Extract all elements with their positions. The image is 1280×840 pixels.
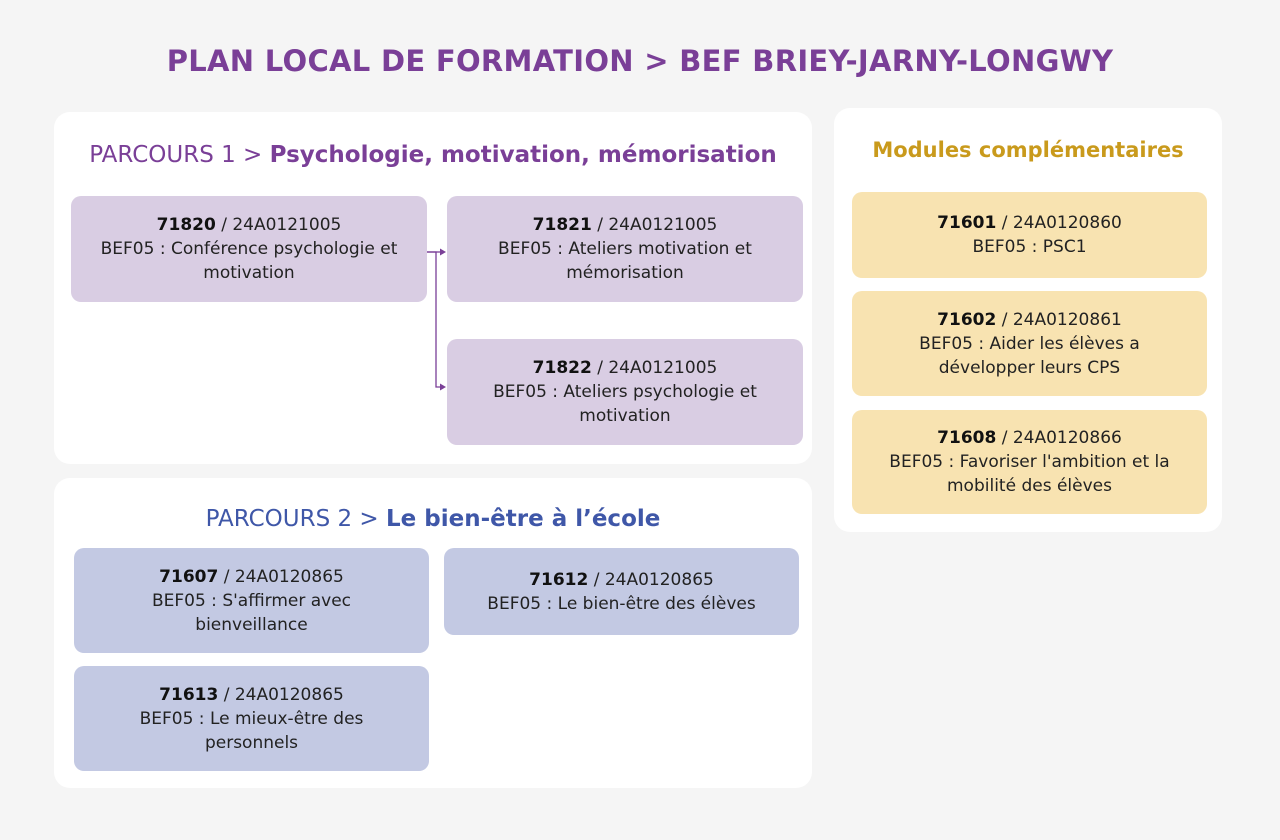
module-ref: / 24A0121005 [215,215,342,235]
parcours-1-name: Psychologie, motivation, mémorisation [269,142,777,168]
module-title: BEF05 : Le mieux-être des personnels [139,708,364,753]
module-number: 71612 [529,569,589,590]
module-title: BEF05 : PSC1 [972,237,1087,257]
module-title: BEF05 : Ateliers psychologie et motivati… [493,382,757,426]
module-title: BEF05 : Conférence psychologie et motiva… [100,239,398,283]
parcours-2-name: Le bien-être à l’école [386,506,661,532]
module-card-71820[interactable]: 71820 / 24A0121005 BEF05 : Conférence ps… [71,196,427,302]
module-number: 71608 [937,428,997,448]
module-card-71613[interactable]: 71613 / 24A0120865 BEF05 : Le mieux-être… [74,666,429,771]
parcours-2-heading: PARCOURS 2 > Le bien-être à l’école [54,506,812,532]
module-ref: / 24A0121005 [591,358,718,378]
module-ref: / 24A0120865 [218,566,344,587]
parcours-1-prefix: PARCOURS 1 > [89,142,270,168]
module-ref: / 24A0120866 [996,428,1122,448]
module-ref: / 24A0121005 [591,215,718,235]
module-title: BEF05 : Ateliers motivation et mémorisat… [498,239,752,283]
parcours-2-prefix: PARCOURS 2 > [205,506,387,532]
module-card-71602[interactable]: 71602 / 24A0120861 BEF05 : Aider les élè… [852,291,1207,396]
module-card-71607[interactable]: 71607 / 24A0120865 BEF05 : S'affirmer av… [74,548,429,653]
modules-heading: Modules complémentaires [872,138,1184,162]
parcours-1-heading: PARCOURS 1 > Psychologie, motivation, mé… [54,142,812,168]
module-title: BEF05 : Favoriser l'ambition et la mobil… [889,452,1170,496]
module-number: 71821 [532,215,592,235]
page-title: PLAN LOCAL DE FORMATION > BEF BRIEY-JARN… [166,44,1114,78]
module-ref: / 24A0120861 [996,309,1122,330]
module-card-71608[interactable]: 71608 / 24A0120866 BEF05 : Favoriser l'a… [852,410,1207,514]
module-number: 71613 [159,684,219,705]
module-card-71821[interactable]: 71821 / 24A0121005 BEF05 : Ateliers moti… [447,196,803,302]
module-title: BEF05 : Le bien-être des élèves [487,593,756,614]
module-number: 71607 [159,566,219,587]
module-number: 71601 [937,213,997,233]
module-card-71612[interactable]: 71612 / 24A0120865 BEF05 : Le bien-être … [444,548,799,635]
module-card-71601[interactable]: 71601 / 24A0120860 BEF05 : PSC1 [852,192,1207,278]
module-ref: / 24A0120860 [996,213,1122,233]
module-number: 71822 [532,358,592,378]
module-card-71822[interactable]: 71822 / 24A0121005 BEF05 : Ateliers psyc… [447,339,803,445]
module-title: BEF05 : Aider les élèves a développer le… [919,333,1140,378]
module-ref: / 24A0120865 [588,569,714,590]
module-number: 71602 [937,309,997,330]
module-number: 71820 [156,215,216,235]
module-title: BEF05 : S'affirmer avec bienveillance [151,590,352,635]
module-ref: / 24A0120865 [218,684,344,705]
